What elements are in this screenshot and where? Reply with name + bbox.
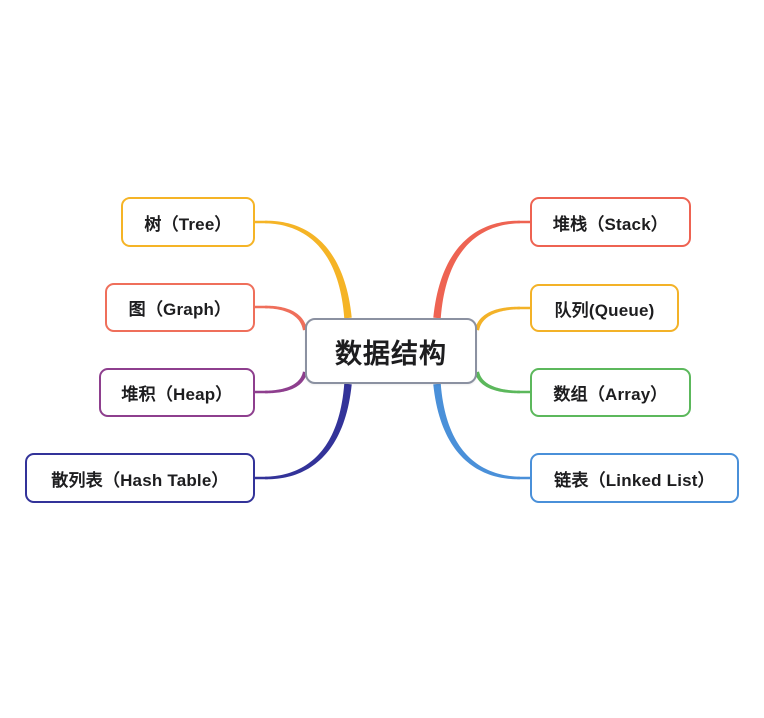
mindmap-node-label: 散列表（Hash Table） xyxy=(51,470,229,490)
mindmap-node-label: 堆栈（Stack） xyxy=(552,214,669,234)
mindmap-node-label: 树（Tree） xyxy=(144,214,232,234)
mindmap-node-root[interactable]: 数据结构 xyxy=(305,318,477,384)
connector-curve xyxy=(474,306,521,331)
mindmap-node-branch[interactable]: 堆积（Heap） xyxy=(99,368,255,417)
connector-curve xyxy=(474,371,521,394)
connector-curve xyxy=(264,371,308,394)
connector-curve xyxy=(264,383,352,480)
mindmap-node-branch[interactable]: 图（Graph） xyxy=(105,283,255,332)
mindmap-node-label: 图（Graph） xyxy=(128,300,232,319)
connector-curve xyxy=(433,383,521,480)
mindmap-root-label: 数据结构 xyxy=(335,338,447,369)
mindmap-node-label: 堆积（Heap） xyxy=(121,385,233,404)
mindmap-node-label: 链表（Linked List） xyxy=(554,470,715,490)
mindmap-node-branch[interactable]: 队列(Queue) xyxy=(530,284,679,332)
mindmap-node-branch[interactable]: 树（Tree） xyxy=(121,197,255,247)
mindmap-node-branch[interactable]: 散列表（Hash Table） xyxy=(25,453,255,503)
mindmap-node-branch[interactable]: 链表（Linked List） xyxy=(530,453,739,503)
mindmap-node-label: 数组（Array） xyxy=(553,385,668,404)
connector-curve xyxy=(264,305,308,331)
mindmap-node-label: 队列(Queue) xyxy=(554,300,655,320)
mindmap-node-branch[interactable]: 堆栈（Stack） xyxy=(530,197,691,247)
connector-curve xyxy=(433,220,521,319)
connector-curve xyxy=(264,220,352,319)
mindmap-node-branch[interactable]: 数组（Array） xyxy=(530,368,691,417)
